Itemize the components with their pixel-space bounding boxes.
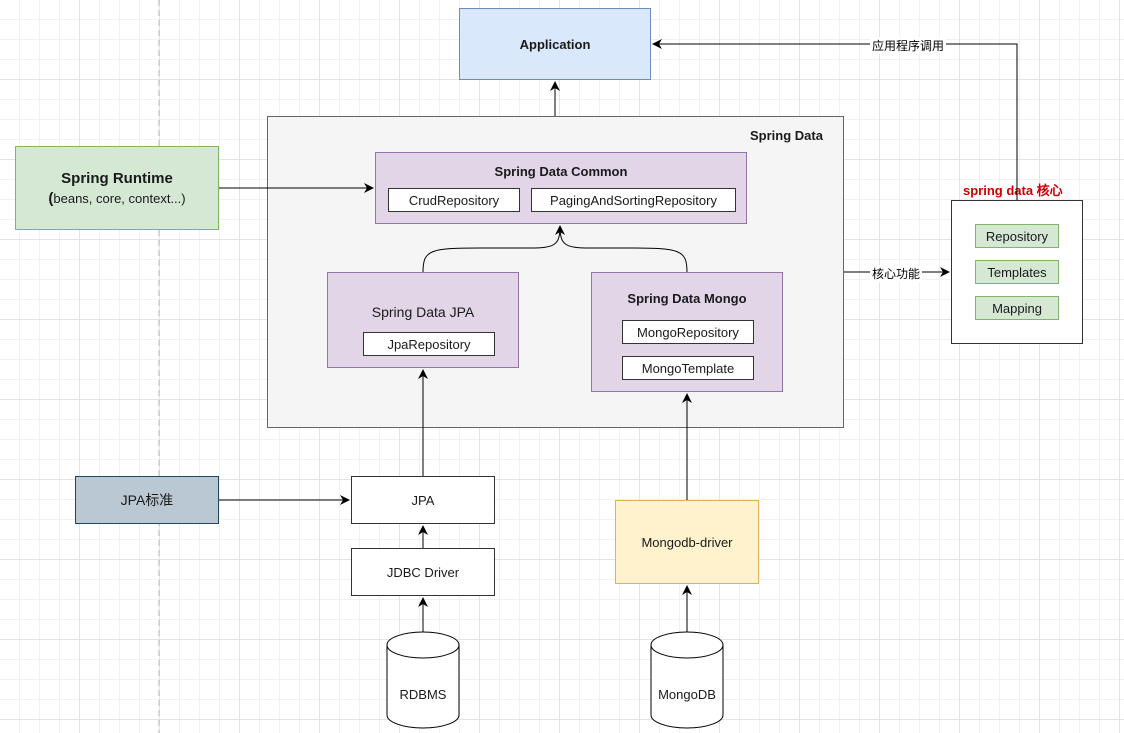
- edge-label-app-call: 应用程序调用: [870, 37, 947, 54]
- spring-data-mongo-title: Spring Data Mongo: [627, 291, 747, 306]
- paging-and-sorting-repository-label: PagingAndSortingRepository: [550, 192, 717, 208]
- jpa-label: JPA: [411, 492, 435, 508]
- mongodb-cylinder: [650, 631, 724, 729]
- spring-data-jpa-title: Spring Data JPA: [371, 304, 475, 320]
- mongo-template-box[interactable]: MongoTemplate: [622, 356, 754, 380]
- jdbc-driver-label: JDBC Driver: [386, 564, 460, 580]
- core-repository-label: Repository: [985, 228, 1049, 244]
- core-templates-label: Templates: [987, 264, 1047, 280]
- spring-runtime-subtitle: (beans, core, context...): [48, 190, 185, 207]
- core-mapping-box[interactable]: Mapping: [975, 296, 1059, 320]
- jpa-standard-label: JPA标准: [120, 492, 174, 508]
- rdbms-cylinder: [386, 631, 460, 729]
- crud-repository-box[interactable]: CrudRepository: [388, 188, 520, 212]
- spring-runtime-paren: (: [48, 189, 54, 207]
- crud-repository-label: CrudRepository: [408, 192, 500, 208]
- spring-data-common-title: Spring Data Common: [494, 164, 628, 179]
- core-repository-box[interactable]: Repository: [975, 224, 1059, 248]
- edge-label-core-features: 核心功能: [870, 265, 923, 282]
- spring-data-title: Spring Data: [750, 128, 823, 143]
- mongodb-driver-label: Mongodb-driver: [641, 534, 733, 550]
- mongo-template-label: MongoTemplate: [641, 360, 735, 376]
- jpa-repository-box[interactable]: JpaRepository: [363, 332, 495, 356]
- jdbc-driver-box[interactable]: JDBC Driver: [351, 548, 495, 596]
- mongo-repository-box[interactable]: MongoRepository: [622, 320, 754, 344]
- application-label: Application: [519, 36, 591, 52]
- paging-and-sorting-repository-box[interactable]: PagingAndSortingRepository: [531, 188, 736, 212]
- jpa-repository-label: JpaRepository: [387, 336, 471, 352]
- spring-runtime-box[interactable]: Spring Runtime (beans, core, context...): [15, 146, 219, 230]
- application-box[interactable]: Application: [459, 8, 651, 80]
- core-panel-title: spring data 核心: [963, 183, 1063, 198]
- jpa-box[interactable]: JPA: [351, 476, 495, 524]
- jpa-standard-box[interactable]: JPA标准: [75, 476, 219, 524]
- spring-runtime-title: Spring Runtime: [61, 169, 173, 187]
- mongodb-driver-box[interactable]: Mongodb-driver: [615, 500, 759, 584]
- mongodb-label: MongoDB: [658, 687, 716, 702]
- core-templates-box[interactable]: Templates: [975, 260, 1059, 284]
- rdbms-label: RDBMS: [399, 687, 447, 702]
- mongo-repository-label: MongoRepository: [637, 324, 739, 340]
- core-mapping-label: Mapping: [992, 300, 1042, 316]
- spring-runtime-subtitle-text: beans, core, context...): [53, 190, 186, 206]
